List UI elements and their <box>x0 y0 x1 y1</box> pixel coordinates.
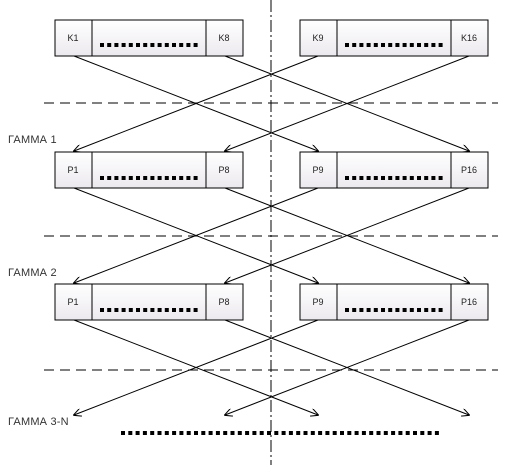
arrow-round1-p16-to-p8 <box>225 187 470 283</box>
block-label-left: K9 <box>312 33 323 43</box>
arrow-round2-p16-down <box>225 319 470 415</box>
arrow-k16-to-p8 <box>225 55 470 151</box>
key-block-k1-k8: K1 K8 <box>54 19 244 57</box>
arrow-round1-p9-to-p1 <box>74 187 319 283</box>
block-p9-p16-round-1: P9 P16 <box>299 151 489 189</box>
gamma-label-2: ГАММА 2 <box>8 267 57 279</box>
block-label-left: P1 <box>67 297 78 307</box>
block-label-left: P9 <box>312 165 323 175</box>
key-block-k9-k16: K9 K16 <box>299 19 489 57</box>
gamma-label-1: ГАММА 1 <box>8 134 57 146</box>
gamma-label-3: ГАММА 3-N <box>8 416 69 428</box>
arrow-round2-p9-down <box>74 319 319 415</box>
block-label-left: K1 <box>67 33 78 43</box>
block-label-right: P16 <box>461 297 477 307</box>
block-label-right: P8 <box>218 297 229 307</box>
block-label-left: P9 <box>312 297 323 307</box>
block-p9-p16-round-2: P9 P16 <box>299 283 489 321</box>
block-label-right: P8 <box>218 165 229 175</box>
block-p1-p8-round-2: P1 P8 <box>54 283 244 321</box>
block-label-right: P16 <box>461 165 477 175</box>
block-label-right: K16 <box>461 33 477 43</box>
block-label-left: P1 <box>67 165 78 175</box>
block-label-right: K8 <box>218 33 229 43</box>
block-p1-p8-round-1: P1 P8 <box>54 151 244 189</box>
arrow-k9-to-p1 <box>74 55 319 151</box>
